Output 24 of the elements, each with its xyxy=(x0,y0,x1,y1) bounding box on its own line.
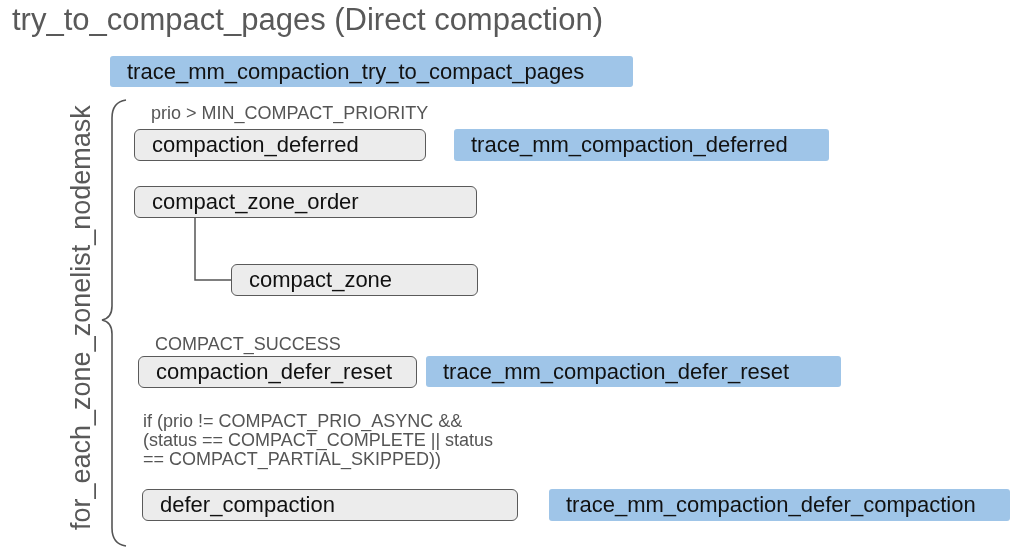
tracepoint-box xyxy=(549,489,1010,521)
connector-line xyxy=(194,217,232,281)
tracepoint-box xyxy=(454,129,829,161)
tracepoint-name: trace_mm_compaction_defer_compaction xyxy=(566,492,976,518)
function-name: compaction_deferred xyxy=(152,132,359,158)
condition-text: if (prio != COMPACT_PRIO_ASYNC && (status == COMPACT_COMPLETE || status == COMPACT_PARTIAL_SKIPPED)) xyxy=(143,412,495,469)
function-name: compaction_defer_reset xyxy=(156,359,393,385)
loop-label: for_each_zone_zonelist_nodemask xyxy=(66,104,96,533)
tracepoint-box xyxy=(110,56,633,87)
function-box xyxy=(138,356,417,388)
tracepoint-name: trace_mm_compaction_defer_reset xyxy=(443,358,790,385)
condition-text: prio > MIN_COMPACT_PRIORITY xyxy=(151,104,430,123)
diagram-title: try_to_compact_pages (Direct compaction) xyxy=(12,2,603,38)
tracepoint-name: trace_mm_compaction_deferred xyxy=(471,132,788,158)
function-box xyxy=(134,186,477,218)
tracepoint-name: trace_mm_compaction_try_to_compact_pages xyxy=(127,58,585,85)
condition-text: COMPACT_SUCCESS xyxy=(155,335,342,354)
function-box xyxy=(231,264,478,296)
function-name: compact_zone_order xyxy=(152,189,359,215)
function-name: compact_zone xyxy=(249,267,393,293)
function-box xyxy=(134,129,426,161)
tracepoint-box xyxy=(426,356,841,387)
function-name: defer_compaction xyxy=(160,492,335,518)
function-box xyxy=(142,489,518,521)
